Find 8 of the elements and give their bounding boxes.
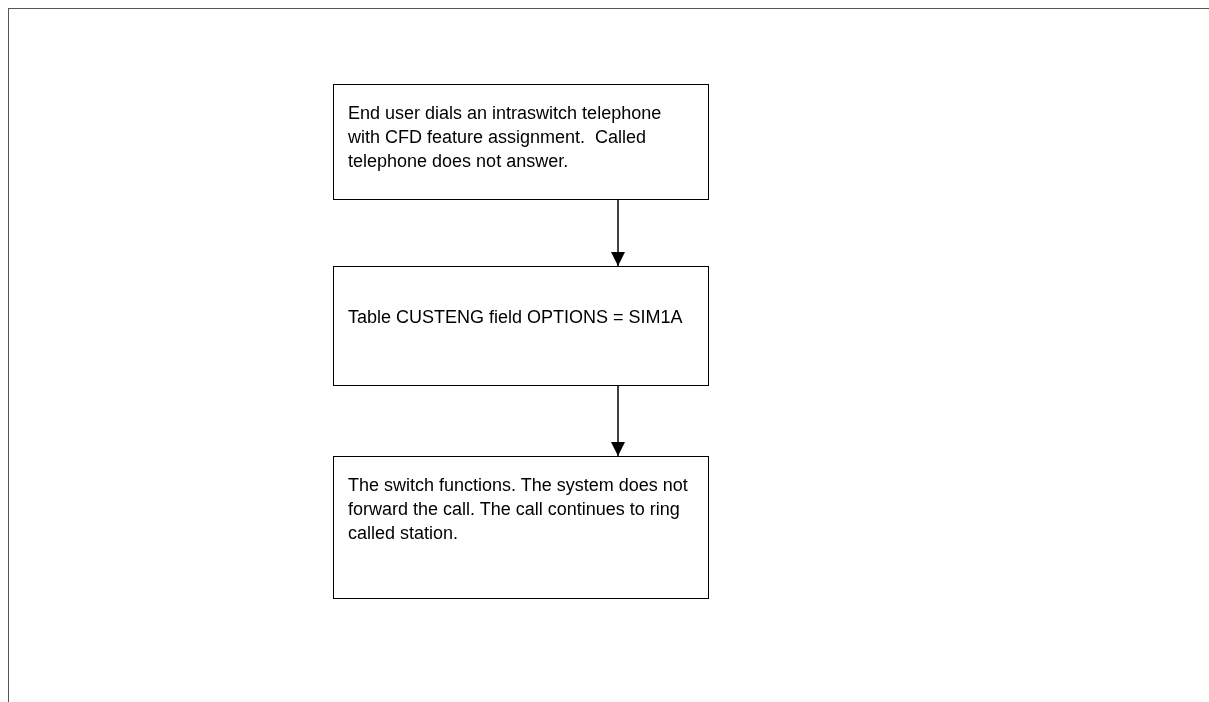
process-box (333, 266, 709, 386)
process-box (333, 456, 709, 599)
box-text: Table CUSTENG field OPTIONS = SIM1A (348, 306, 684, 329)
box-text: The switch functions. The system does not forward the call. The call continues to ring called station. (348, 474, 689, 545)
arrow (611, 199, 625, 267)
arrow (611, 385, 625, 457)
box-text: End user dials an intraswitch telephone with CFD feature assignment. Called telephone does not answer. (348, 102, 663, 173)
process-box (333, 84, 709, 200)
